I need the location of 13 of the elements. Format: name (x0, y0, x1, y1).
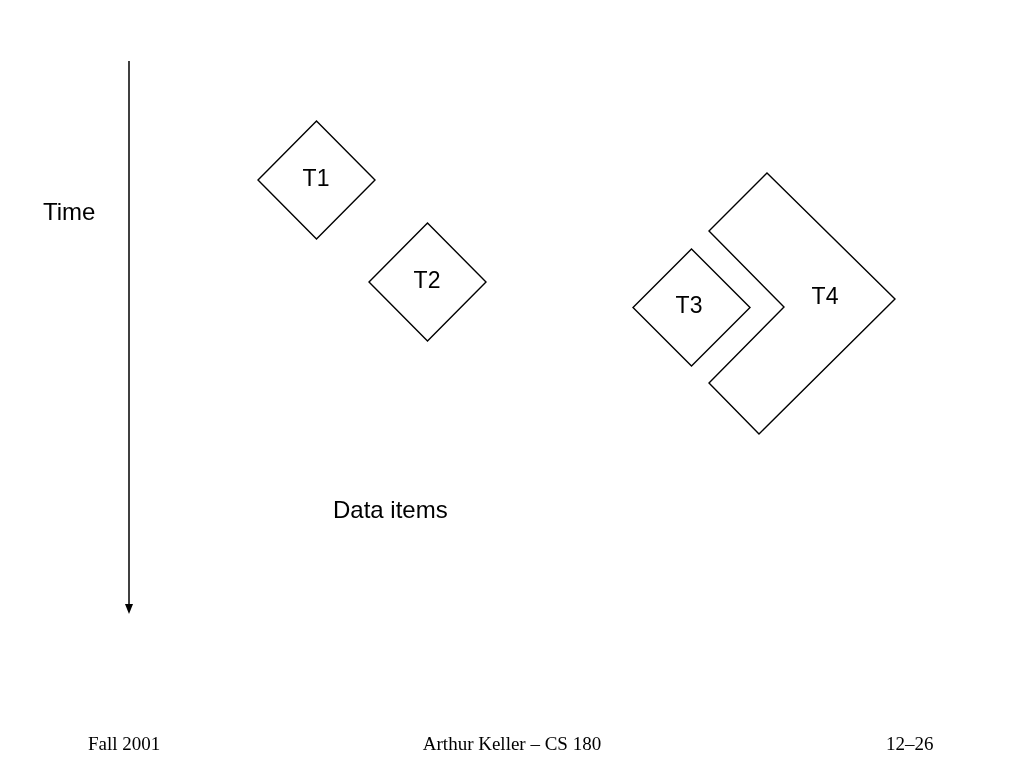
diamond-node (257, 120, 376, 240)
node-label: T3 (675, 293, 703, 319)
axis-label: Time (43, 198, 96, 226)
axis-label: Data items (333, 496, 448, 524)
diamond-node (632, 248, 751, 367)
node-label: T4 (811, 284, 839, 310)
footer-text: Fall 2001 (88, 733, 161, 755)
diamond-node (368, 222, 487, 342)
footer-text: 12–26 (886, 733, 934, 755)
footer-text: Arthur Keller – CS 180 (422, 733, 602, 755)
node-label: T2 (413, 268, 441, 294)
chevron-node (708, 172, 896, 435)
node-label: T1 (302, 166, 330, 192)
